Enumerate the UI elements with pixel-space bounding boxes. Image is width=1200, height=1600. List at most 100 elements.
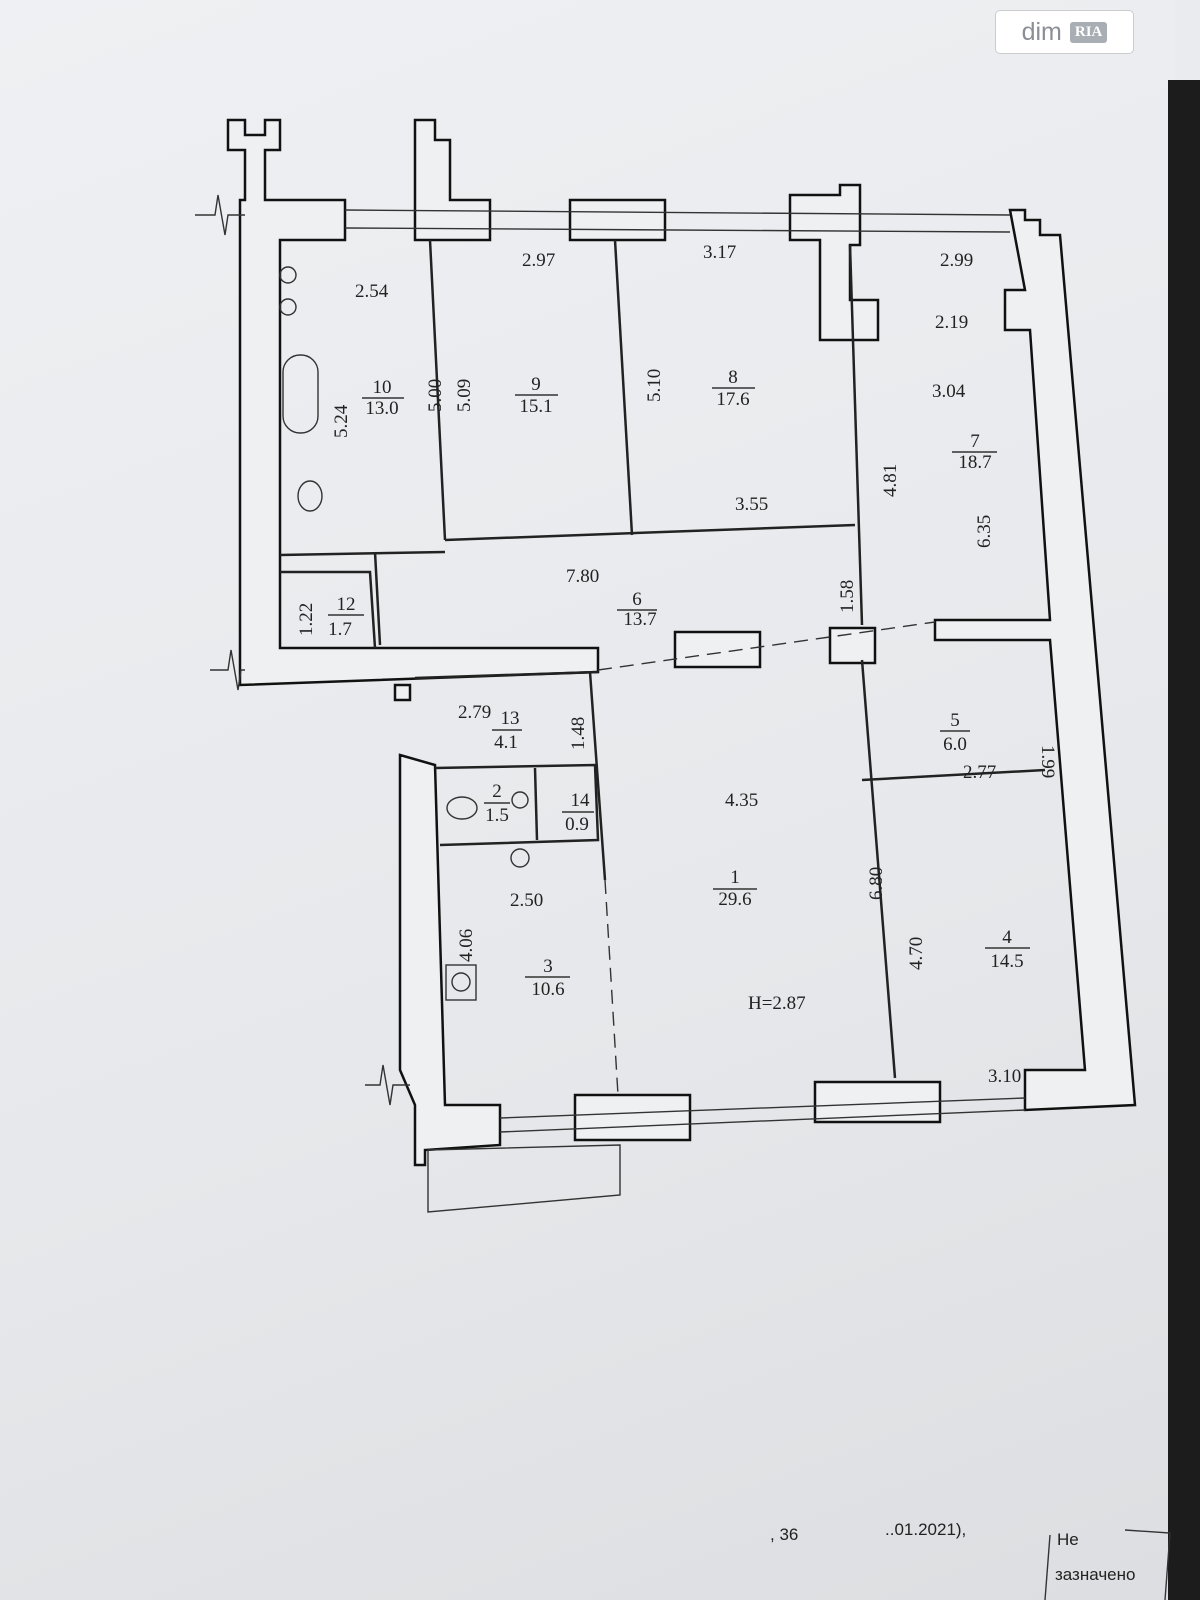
partition: [280, 570, 377, 649]
room-number: 13: [501, 708, 520, 729]
dimension: 6.35: [974, 515, 995, 548]
photo-edge: [1168, 80, 1200, 1600]
room-labels: 129.6 21.5 310.6 414.5 56.0 613.7 718.7 …: [328, 367, 1030, 1000]
dimension-labels: 2.54 2.97 3.17 2.99 2.19 3.04 5.24 5.00 …: [296, 242, 1058, 1087]
room-number: 7: [970, 431, 980, 452]
dimension: 2.79: [458, 702, 491, 723]
dimension: 1.48: [568, 717, 589, 750]
room-6: 613.7: [617, 589, 657, 630]
room-area: 14.5: [990, 951, 1023, 972]
opening-line: [597, 621, 936, 671]
dimension: 5.09: [454, 379, 475, 412]
break-mark: [210, 649, 245, 691]
wall-block-middle: [673, 630, 762, 669]
window-line-top: [344, 209, 1011, 216]
toilet-icon: [297, 480, 323, 512]
room-9: 915.1: [515, 374, 558, 417]
stove-icon: [445, 964, 477, 1001]
dimension: 3.55: [735, 494, 768, 515]
room-area: 13.0: [365, 398, 398, 419]
dimension: 4.70: [906, 937, 927, 970]
sink-icon: [510, 848, 530, 868]
dimria-watermark: dim RIA: [995, 10, 1134, 54]
dimension: 2.50: [510, 890, 543, 911]
partition: [848, 244, 864, 626]
stove-burner-icon: [451, 972, 471, 992]
room-area: 1.5: [485, 805, 509, 826]
room-area: 15.1: [519, 396, 552, 417]
room-14: 140.9: [562, 790, 594, 835]
partition: [533, 767, 539, 841]
partition: [861, 768, 1046, 782]
room-3: 310.6: [525, 956, 570, 1000]
room-13: 134.1: [492, 708, 522, 753]
dimension: 2.19: [935, 312, 968, 333]
room-number: 1: [730, 867, 740, 888]
room-number: 12: [337, 594, 356, 615]
dimension: 4.06: [456, 929, 477, 962]
dimension: 2.77: [963, 762, 996, 783]
room-number: 4: [1002, 927, 1012, 948]
room-area: 10.6: [531, 979, 564, 1000]
partition: [444, 523, 856, 542]
footer-box-line1: Не: [1057, 1530, 1079, 1549]
fixtures: [279, 266, 530, 1001]
footer-fragment: , 36: [770, 1525, 799, 1544]
room-1: 129.6: [713, 867, 757, 910]
partition: [588, 671, 607, 881]
room-area: 13.7: [623, 609, 656, 630]
room-8: 817.6: [712, 367, 755, 410]
footer-box-line2: зазначено: [1055, 1565, 1136, 1584]
partitions: [279, 239, 1046, 1096]
outer-wall-left-bottom: [398, 753, 502, 1167]
partition: [414, 670, 599, 680]
outer-wall-right: [933, 208, 1137, 1112]
room-number: 3: [543, 956, 553, 977]
sink-icon: [279, 298, 297, 316]
footer-box-line: [1044, 1534, 1051, 1600]
partition: [428, 239, 447, 541]
room-area: 1.7: [328, 619, 352, 640]
paper-sheet: [0, 0, 1175, 1600]
dimension: 3.04: [932, 381, 966, 402]
dimension: 7.80: [566, 566, 599, 587]
dimension: 2.54: [355, 281, 389, 302]
room-area: 29.6: [718, 889, 751, 910]
break-mark: [365, 1064, 410, 1106]
outer-wall-left-lower: [393, 683, 412, 702]
wall-block-top: [568, 198, 667, 242]
dimension: 3.17: [703, 242, 736, 263]
room-number: 2: [492, 781, 502, 802]
opening-line: [604, 879, 619, 1096]
partition: [434, 763, 600, 847]
footer-box-line: [1124, 1529, 1171, 1600]
room-area: 4.1: [494, 732, 518, 753]
window-line-bottom-2: [499, 1109, 1026, 1133]
dimension: 4.35: [725, 790, 758, 811]
room-number: 6: [632, 589, 642, 610]
footer-date: ..01.2021),: [885, 1520, 967, 1539]
room-7: 718.7: [952, 431, 997, 473]
watermark-brand: dim: [1021, 17, 1062, 46]
dimension: 5.24: [331, 404, 352, 438]
ceiling-height: H=2.87: [748, 993, 806, 1014]
wall-block-bottom-1: [573, 1093, 692, 1142]
room-area: 17.6: [716, 389, 749, 410]
bathtub-icon: [282, 354, 319, 434]
partition: [860, 659, 897, 1079]
partition: [373, 551, 382, 646]
break-mark: [195, 194, 245, 236]
walls: [195, 118, 1137, 1213]
balcony: [427, 1144, 621, 1213]
dimension: 3.10: [988, 1066, 1021, 1087]
room-number: 9: [531, 374, 541, 395]
dimension: 5.00: [425, 379, 446, 412]
room-2: 21.5: [484, 781, 510, 826]
room-number: 8: [728, 367, 738, 388]
dimension: 2.99: [940, 250, 973, 271]
dimension: 1.58: [837, 580, 858, 613]
pillar-top-middle: [413, 118, 492, 242]
wall-block-bottom-2: [813, 1080, 942, 1124]
